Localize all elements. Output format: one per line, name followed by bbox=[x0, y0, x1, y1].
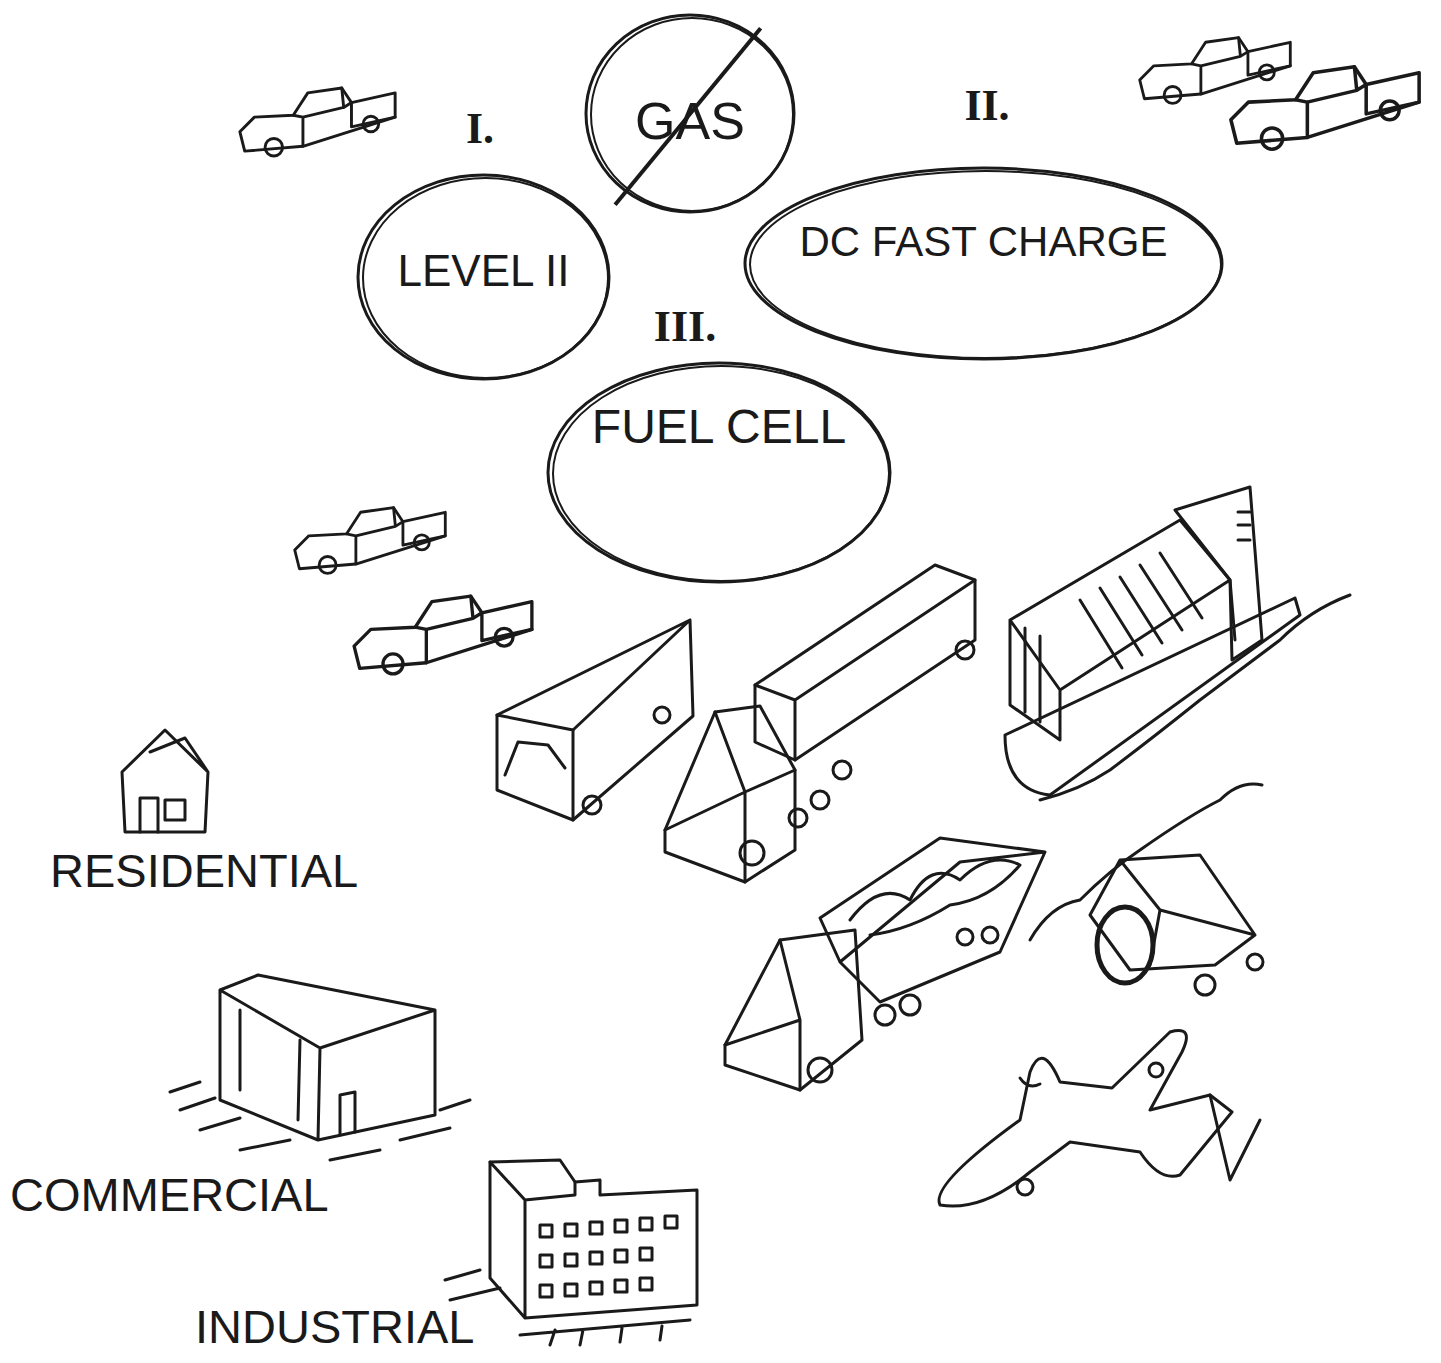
semi-trailer-edges bbox=[755, 580, 975, 760]
ellipse-stroke bbox=[750, 171, 1221, 358]
truck-wheel bbox=[654, 707, 670, 723]
commercial-building bbox=[170, 975, 470, 1160]
category-ellipse: III.FUEL CELL bbox=[545, 360, 893, 585]
sector-label: RESIDENTIAL bbox=[50, 846, 570, 895]
buildings bbox=[122, 730, 697, 1345]
truck-front bbox=[497, 715, 573, 820]
container-ship bbox=[1005, 487, 1350, 800]
ground-hatch bbox=[445, 1270, 690, 1345]
ship-waves bbox=[1040, 595, 1350, 800]
pickup-truck bbox=[240, 88, 395, 156]
farm-tractor bbox=[1030, 784, 1263, 995]
vehicles bbox=[240, 38, 1419, 1206]
airplane-details bbox=[1020, 1078, 1260, 1180]
dump-load bbox=[850, 860, 1020, 935]
house-door-window bbox=[140, 798, 185, 832]
sector-label: INDUSTRIAL bbox=[195, 1302, 715, 1351]
pickup-truck bbox=[1231, 67, 1419, 149]
factory-outline bbox=[490, 1162, 697, 1318]
house-outline bbox=[122, 730, 208, 832]
box-truck bbox=[497, 620, 693, 820]
pickup-truck bbox=[295, 508, 446, 574]
tractor-implement bbox=[1030, 784, 1262, 940]
semi-wheel bbox=[789, 809, 807, 827]
roman-numeral: II. bbox=[942, 83, 1032, 129]
tractor-big-wheel bbox=[1097, 907, 1153, 983]
semi-trailer bbox=[755, 565, 975, 760]
ellipse-stroke bbox=[553, 366, 889, 581]
category-ellipse: II.DC FAST CHARGE bbox=[742, 165, 1225, 362]
ground-hatch bbox=[170, 1082, 470, 1160]
dump-wheel bbox=[808, 1058, 832, 1082]
node-label: DC FAST CHARGE bbox=[742, 220, 1225, 264]
category-ellipse: I.LEVEL II bbox=[355, 172, 612, 382]
truck-wheel bbox=[583, 796, 601, 814]
house bbox=[122, 730, 208, 832]
semi-wheel bbox=[740, 841, 764, 865]
node-label: FUEL CELL bbox=[545, 402, 893, 452]
truck-box bbox=[497, 620, 693, 820]
factory-roof bbox=[490, 1160, 575, 1182]
sector-label: COMMERCIAL bbox=[10, 1170, 530, 1219]
dump-wheel bbox=[875, 1005, 895, 1025]
airplane-wheel bbox=[1149, 1063, 1163, 1077]
dump-wheel bbox=[982, 927, 998, 943]
factory-building bbox=[445, 1160, 697, 1345]
semi-wheel bbox=[811, 791, 829, 809]
dump-cab bbox=[725, 930, 862, 1090]
ship-bridge-tower bbox=[1175, 487, 1262, 660]
warehouse-details bbox=[240, 1010, 355, 1135]
node-label: GAS bbox=[583, 94, 797, 149]
airplane-body bbox=[939, 1031, 1232, 1206]
tractor-body bbox=[1090, 855, 1255, 970]
pickup-truck bbox=[1140, 38, 1291, 104]
airplane-wheel bbox=[1017, 1179, 1033, 1195]
tractor-wheel bbox=[1195, 975, 1215, 995]
semi-wheel bbox=[833, 761, 851, 779]
roman-numeral: I. bbox=[450, 106, 510, 152]
roman-numeral: III. bbox=[640, 304, 730, 350]
pickup-truck bbox=[354, 596, 532, 674]
ship-containers bbox=[1010, 520, 1235, 740]
node-label: LEVEL II bbox=[355, 248, 612, 294]
ellipse-outline bbox=[545, 360, 893, 585]
warehouse-outline bbox=[220, 975, 435, 1140]
truck-windshield bbox=[505, 742, 565, 775]
semi-truck bbox=[665, 565, 975, 882]
semi-cab-edges bbox=[665, 712, 795, 882]
category-ellipse: GAS bbox=[583, 12, 797, 215]
dump-wheel bbox=[900, 995, 920, 1015]
airplane bbox=[939, 1031, 1260, 1206]
factory-windows bbox=[540, 1216, 677, 1297]
dump-truck bbox=[725, 838, 1045, 1090]
dump-wheel bbox=[957, 929, 973, 945]
tractor-wheel bbox=[1247, 954, 1263, 970]
dump-cab-edges bbox=[725, 940, 800, 1090]
semi-cab bbox=[665, 706, 795, 882]
semi-wheel bbox=[956, 641, 974, 659]
ellipse-stroke bbox=[548, 363, 890, 582]
dump-bed bbox=[820, 838, 1045, 1002]
tower-windows bbox=[1238, 512, 1250, 540]
container-stripes bbox=[1025, 553, 1202, 722]
